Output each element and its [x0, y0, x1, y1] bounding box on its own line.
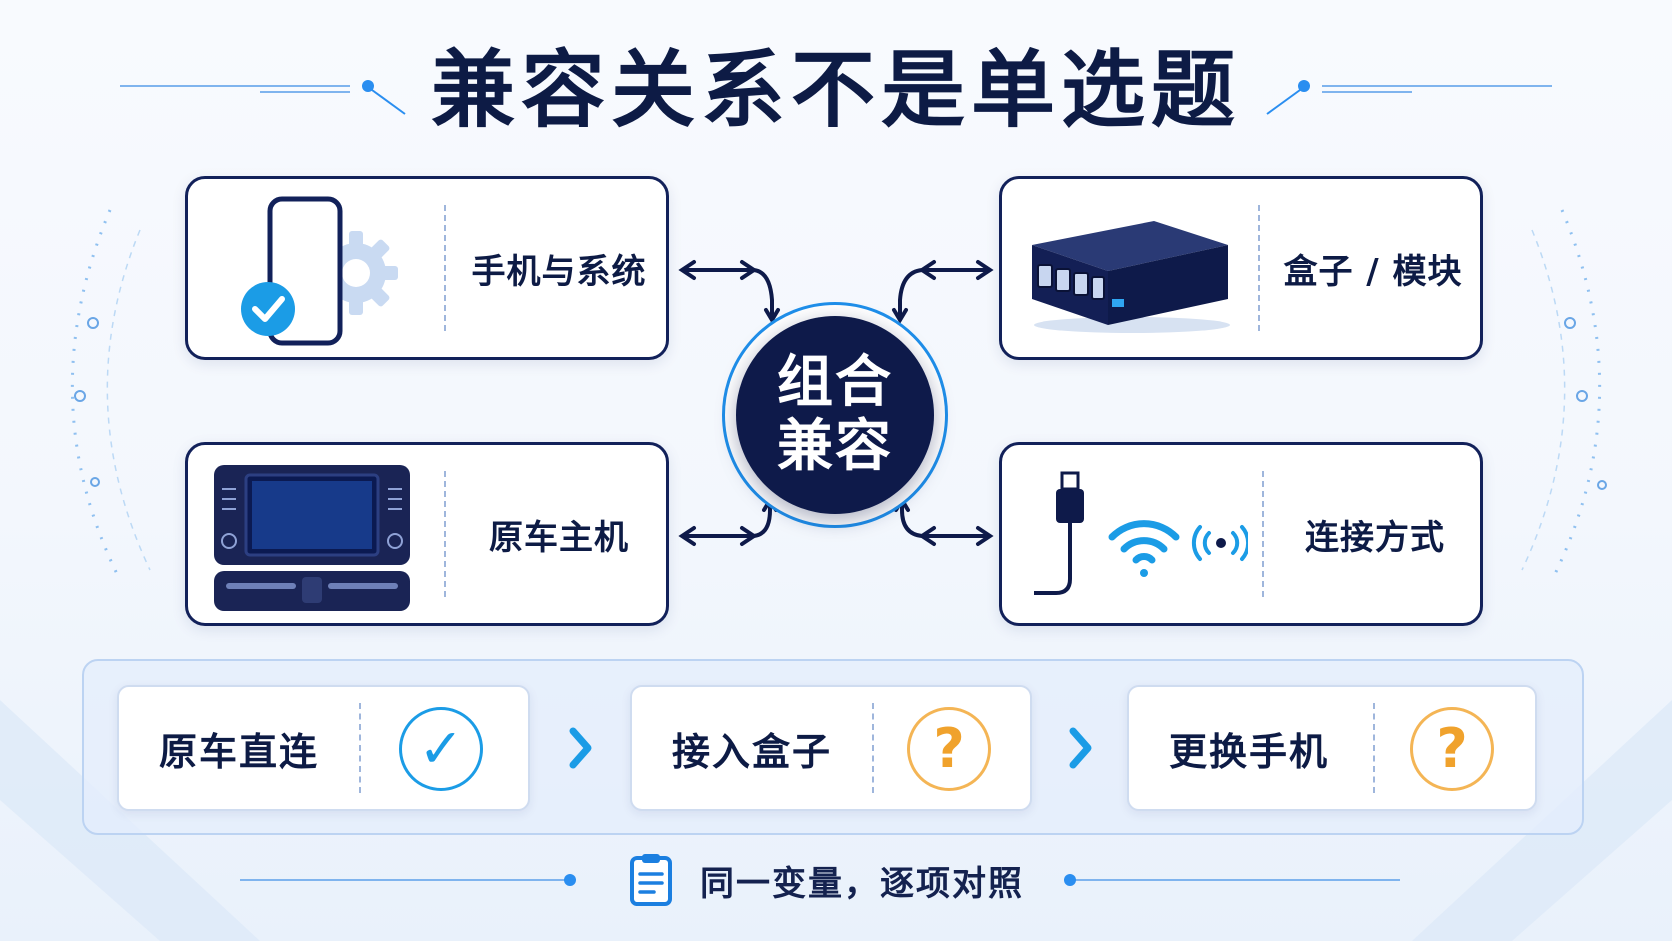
- check-circle-icon: ✓: [399, 707, 483, 791]
- chevron-right-icon: [1069, 727, 1092, 769]
- car-head-unit-icon: [214, 465, 410, 611]
- step-change-phone: 更换手机 ?: [1127, 685, 1537, 811]
- step-divider: [872, 703, 874, 793]
- usb-cable-icon: [1034, 471, 1248, 595]
- card-head-unit: 原车主机: [185, 442, 669, 626]
- card-label-box: 盒子 / 模块: [1283, 251, 1463, 292]
- adapter-box-icon: [1032, 221, 1230, 333]
- center-hub: 组合 兼容: [736, 316, 934, 514]
- card-label-phone: 手机与系统: [471, 251, 647, 292]
- phone-icon: [241, 196, 398, 346]
- clipboard-icon: [630, 854, 672, 906]
- step-label: 更换手机: [1168, 729, 1329, 774]
- step-label: 原车直连: [158, 729, 319, 774]
- step-divider: [1373, 703, 1375, 793]
- card-phone-system: 手机与系统: [185, 176, 669, 360]
- step-label: 接入盒子: [671, 729, 832, 774]
- step-direct-connect: 原车直连 ✓: [117, 685, 530, 811]
- chevron-right-icon: [569, 727, 592, 769]
- card-divider: [1258, 205, 1260, 331]
- card-box-module: 盒子 / 模块: [999, 176, 1483, 360]
- card-divider: [1262, 471, 1264, 597]
- footer-text: 同一变量，逐项对照: [700, 863, 1024, 904]
- check-badge-icon: [241, 282, 295, 336]
- wifi-icon: [1108, 520, 1180, 577]
- wireless-signal-icon: [1191, 525, 1248, 561]
- card-label-head-unit: 原车主机: [489, 517, 629, 558]
- card-divider: [444, 205, 446, 331]
- question-circle-icon: ?: [907, 707, 991, 791]
- footer: 同一变量，逐项对照: [0, 852, 1672, 908]
- center-label-line2: 兼容: [777, 414, 893, 479]
- card-divider: [444, 471, 446, 597]
- center-label-line1: 组合: [777, 350, 893, 415]
- step-add-box: 接入盒子 ?: [630, 685, 1032, 811]
- card-label-connection: 连接方式: [1305, 517, 1445, 558]
- card-connection: 连接方式: [999, 442, 1483, 626]
- page-title: 兼容关系不是单选题: [430, 41, 1241, 139]
- question-circle-icon: ?: [1410, 707, 1494, 791]
- step-divider: [359, 703, 361, 793]
